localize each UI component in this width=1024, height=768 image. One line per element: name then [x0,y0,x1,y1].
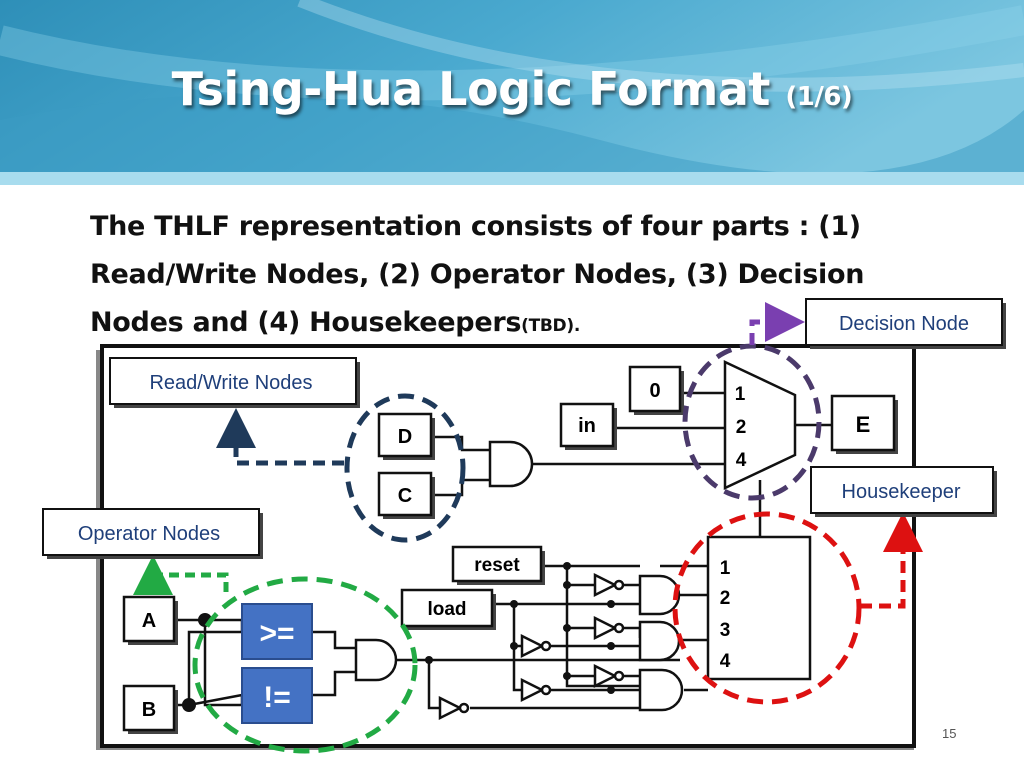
mux-input-4: 4 [736,450,747,471]
body-tbd: (TBD). [521,316,580,336]
node-d-label: D [398,426,412,448]
node-e-label: E [856,412,871,437]
node-e: E [830,394,898,454]
and-gate-3 [638,668,684,712]
decision-highlight-circle [682,343,822,501]
node-reset-label: reset [474,555,520,576]
node-a-label: A [142,610,156,632]
and-gate-1 [638,574,681,616]
node-c-label: C [398,485,412,507]
node-d: D [377,412,435,460]
node-b: B [122,684,178,734]
node-a: A [122,595,178,645]
operator-ge: >= [241,603,313,660]
callout-read-write-nodes: Read/Write Nodes [109,357,360,408]
housekeeper-box [706,535,812,681]
node-load-label: load [427,599,466,620]
body-line-2: Read/Write Nodes, (2) Operator Nodes, (3… [90,259,865,290]
slide-header [0,0,1024,185]
callout-operator-nodes-text: Operator Nodes [78,523,220,545]
node-zero-label: 0 [649,380,660,402]
callout-decision-node: Decision Node [805,298,1006,349]
housekeeper-arrow [860,512,923,609]
and-gate-2 [638,620,681,662]
housekeeper-input-4: 4 [720,651,731,672]
callout-decision-node-text: Decision Node [839,313,969,335]
title-suffix: (1/6) [785,82,853,112]
node-b-label: B [142,699,156,721]
node-reset: reset [451,545,545,585]
body-line-3: Nodes and (4) Housekeepers(TBD). [90,299,970,350]
operator-ne: != [241,667,313,724]
wires [175,391,832,710]
operator-highlight-circle [192,576,418,754]
operator-ge-label: >= [259,617,294,650]
callout-operator-nodes: Operator Nodes [42,508,263,559]
housekeeper-input-2: 2 [720,588,731,609]
mux-input-1: 1 [735,384,746,405]
body-line-3-text: Nodes and (4) Housekeepers [90,307,522,338]
housekeeper-input-1: 1 [720,558,731,579]
node-zero: 0 [628,365,684,415]
page-number: 15 [942,726,957,741]
mux-input-2: 2 [736,417,747,438]
upper-and-gate [488,440,534,488]
node-in: in [559,402,617,450]
operator-arrow [133,555,229,595]
callout-housekeeper-text: Housekeeper [842,481,961,503]
decision-mux [723,360,797,490]
rw-arrow [216,408,344,466]
decision-arrow [749,302,805,345]
body-line-1: The THLF representation consists of four… [90,211,861,242]
operator-ne-label: != [263,681,291,714]
title-text: Tsing-Hua Logic Format [171,62,771,116]
lower-and-gate [354,638,398,682]
header-background [0,0,1024,185]
rw-highlight-circle [344,393,466,543]
inverters [438,572,625,721]
node-c: C [377,471,435,519]
housekeeper-input-3: 3 [720,620,731,641]
slide-title: Tsing-Hua Logic Format (1/6) [0,62,1024,116]
callout-housekeeper: Housekeeper [810,466,997,517]
node-load: load [400,588,496,630]
body-paragraph: The THLF representation consists of four… [90,203,970,350]
housekeeper-highlight-circle [672,511,862,705]
node-in-label: in [578,415,596,437]
callout-read-write-nodes-text: Read/Write Nodes [149,372,312,394]
